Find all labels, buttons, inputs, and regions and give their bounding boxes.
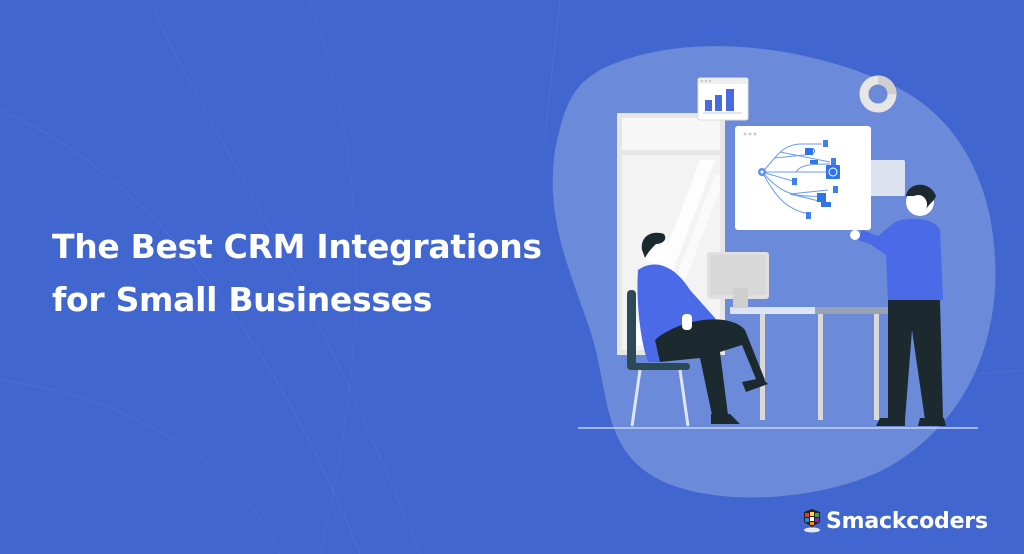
brand-name: Smackcoders	[826, 508, 988, 534]
desk-illustration	[730, 307, 888, 420]
seated-man	[637, 232, 768, 424]
headline-line-1: The Best CRM Integrations	[52, 227, 542, 266]
smackcoders-logo[interactable]: Smackcoders	[800, 508, 988, 534]
presenting-woman	[850, 184, 946, 426]
bar-chart-card-icon	[697, 77, 749, 121]
chair-illustration	[627, 290, 690, 427]
flow-diagram-board	[735, 126, 905, 230]
headline: The Best CRM Integrations for Small Busi…	[52, 220, 542, 326]
monitor-icon	[707, 252, 769, 308]
multicolor-cube-icon	[804, 509, 820, 533]
donut-chart-icon	[859, 75, 897, 113]
headline-line-2: for Small Businesses	[52, 280, 433, 319]
